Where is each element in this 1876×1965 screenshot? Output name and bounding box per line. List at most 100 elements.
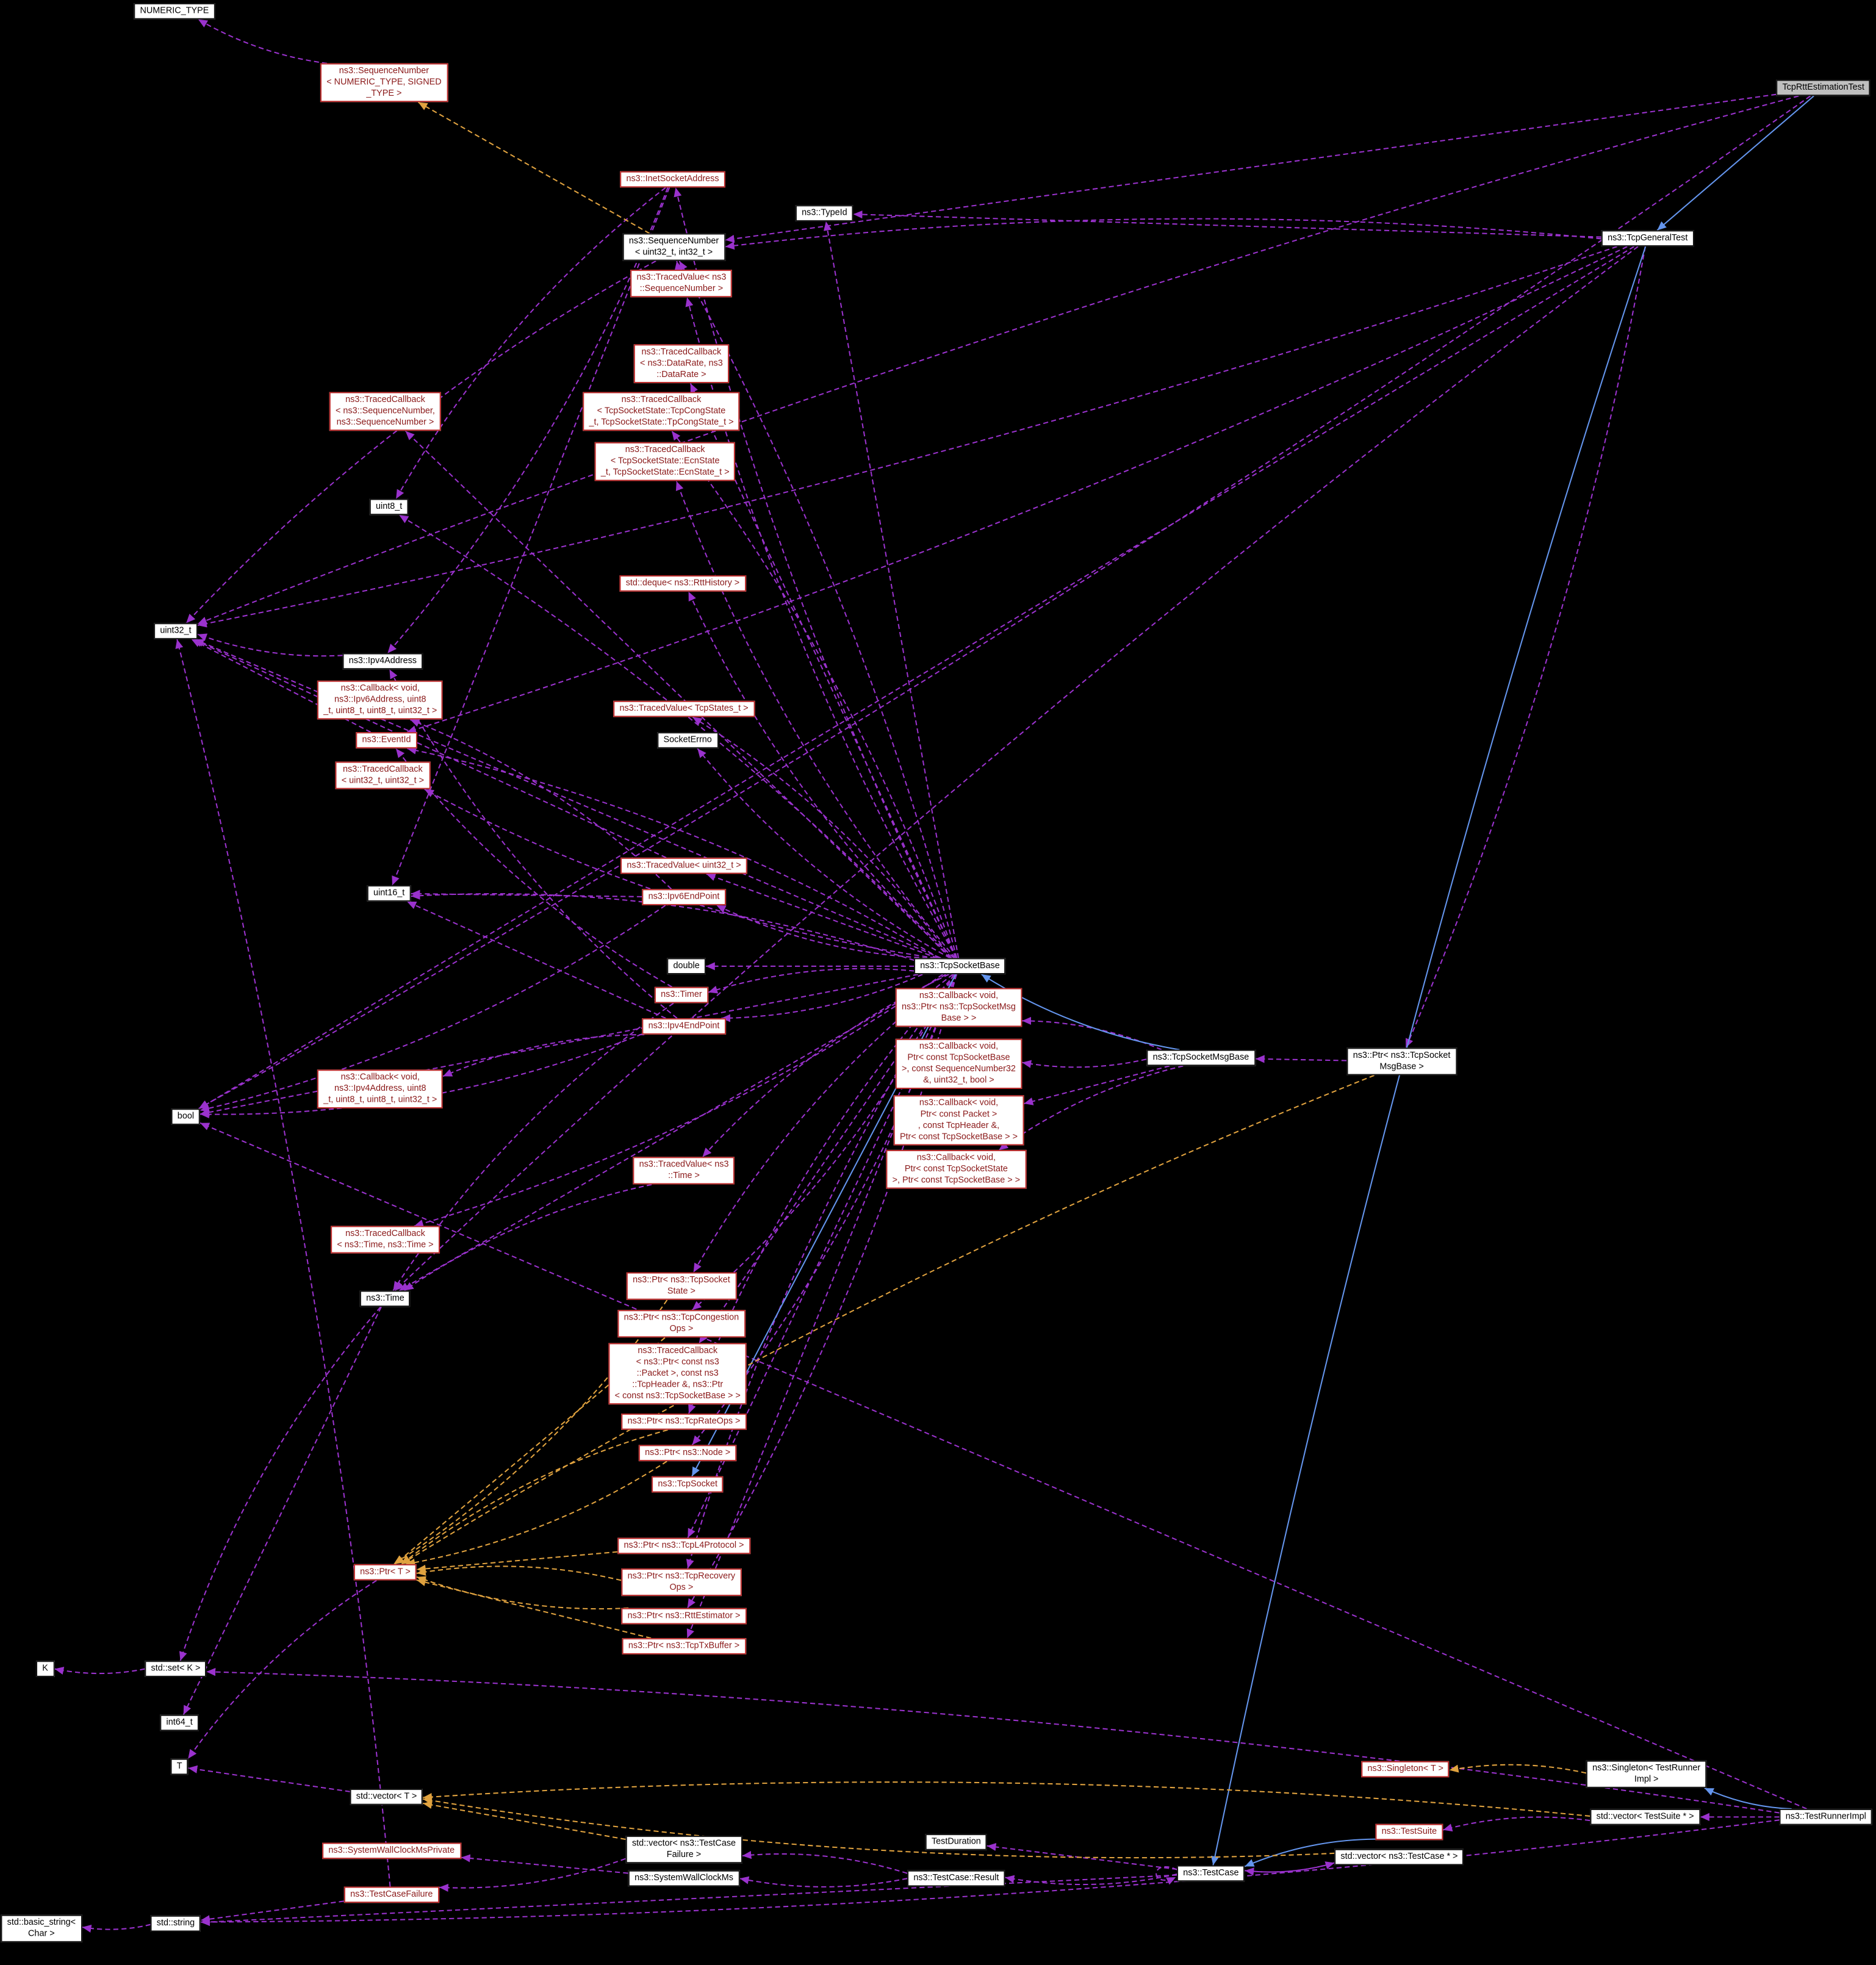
- node-cb_msgbase[interactable]: ns3::Callback< void, ns3::Ptr< ns3::TcpS…: [895, 988, 1022, 1027]
- node-test_duration[interactable]: TestDuration: [925, 1834, 988, 1850]
- node-ptr_tcpcongops[interactable]: ns3::Ptr< ns3::TcpCongestion Ops >: [617, 1310, 746, 1338]
- node-ptr_tcptxbuffer[interactable]: ns3::Ptr< ns3::TcpTxBuffer >: [622, 1638, 746, 1655]
- node-cb_seqnum32[interactable]: ns3::Callback< void, Ptr< const TcpSocke…: [895, 1038, 1022, 1090]
- node-testcase_result[interactable]: ns3::TestCase::Result: [907, 1870, 1005, 1887]
- edge-test_case-to-test_duration: [987, 1842, 1177, 1870]
- node-tracedcb_datarate[interactable]: ns3::TracedCallback < ns3::DataRate, ns3…: [633, 344, 730, 384]
- node-tracedcb_time_pair[interactable]: ns3::TracedCallback < ns3::Time, ns3::Ti…: [331, 1226, 440, 1254]
- node-tracedcb_seqnum_pair[interactable]: ns3::TracedCallback < ns3::SequenceNumbe…: [329, 392, 442, 431]
- node-double[interactable]: double: [667, 958, 706, 975]
- edge-vector_t-to-t_type: [188, 1765, 351, 1792]
- node-tracedvalue_u32[interactable]: ns3::TracedValue< uint32_t >: [620, 857, 747, 874]
- node-int64_t[interactable]: int64_t: [160, 1714, 199, 1731]
- node-ipv6_endpoint[interactable]: ns3::Ipv6EndPoint: [642, 889, 726, 906]
- edge-seqnum_u32-to-seqnum_generic: [418, 101, 650, 234]
- edge-testcase_result-to-syswallclockms: [739, 1876, 908, 1888]
- node-seqnum_u32[interactable]: ns3::SequenceNumber < uint32_t, int32_t …: [622, 233, 725, 262]
- node-cb_ipv6[interactable]: ns3::Callback< void, ns3::Ipv6Address, u…: [317, 680, 444, 720]
- node-cb_ipv4[interactable]: ns3::Callback< void, ns3::Ipv4Address, u…: [317, 1069, 444, 1109]
- edge-test_runner_impl-to-string: [201, 1819, 1780, 1927]
- node-numeric_type[interactable]: NUMERIC_TYPE: [134, 3, 215, 20]
- node-vector_testcasefailure[interactable]: std::vector< ns3::TestCase Failure >: [625, 1836, 742, 1864]
- node-ptr_tcpsocketstate[interactable]: ns3::Ptr< ns3::TcpSocket State >: [626, 1272, 737, 1301]
- edge-seqnum_u32-to-uint32_t: [185, 260, 656, 623]
- edge-tcp_socket_base-to-ipv4_endpoint: [721, 974, 923, 1022]
- edge-tcp_rtt_estimation_test-to-seqnum_u32: [725, 93, 1777, 243]
- node-ptr_tcpl4[interactable]: ns3::Ptr< ns3::TcpL4Protocol >: [617, 1537, 750, 1554]
- node-inet_socket_address[interactable]: ns3::InetSocketAddress: [620, 171, 725, 188]
- node-ipv4_endpoint[interactable]: ns3::Ipv4EndPoint: [642, 1018, 726, 1035]
- node-string[interactable]: std::string: [150, 1915, 201, 1932]
- node-uint32_t[interactable]: uint32_t: [154, 623, 198, 640]
- edge-singleton_testrunner-to-singleton_t: [1449, 1764, 1587, 1774]
- edge-syswallclockms-to-syswallclockms_private: [461, 1854, 628, 1874]
- node-seqnum_generic[interactable]: ns3::SequenceNumber < NUMERIC_TYPE, SIGN…: [320, 63, 448, 102]
- node-k_type[interactable]: K: [35, 1661, 55, 1678]
- node-tracedvalue_seqnum[interactable]: ns3::TracedValue< ns3 ::SequenceNumber >: [630, 270, 733, 298]
- node-vector_t[interactable]: std::vector< T >: [350, 1789, 423, 1805]
- node-cb_packet[interactable]: ns3::Callback< void, Ptr< const Packet >…: [893, 1095, 1024, 1146]
- node-time[interactable]: ns3::Time: [359, 1290, 411, 1307]
- node-bool[interactable]: bool: [171, 1108, 201, 1126]
- node-test_runner_impl[interactable]: ns3::TestRunnerImpl: [1779, 1808, 1873, 1825]
- edge-tcp_socket_base-to-deque_rtthistory: [688, 591, 955, 959]
- edge-tcp_socket_base-to-event_id: [407, 746, 940, 959]
- node-tcp_socket_msgbase[interactable]: ns3::TcpSocketMsgBase: [1146, 1049, 1256, 1066]
- node-uint8_t[interactable]: uint8_t: [369, 498, 409, 515]
- node-tcp_rtt_estimation_test[interactable]: TcpRttEstimationTest: [1776, 79, 1871, 96]
- node-ptr_tcprateops[interactable]: ns3::Ptr< ns3::TcpRateOps >: [621, 1414, 747, 1430]
- edge-tcp_general_test-to-bool: [199, 246, 1635, 1110]
- edge-tcp_socket_base-to-socket_errno: [697, 748, 951, 959]
- node-type_id[interactable]: ns3::TypeId: [795, 205, 854, 222]
- node-tcp_socket_base[interactable]: ns3::TcpSocketBase: [914, 958, 1007, 975]
- node-ptr_rttestimator[interactable]: ns3::Ptr< ns3::RttEstimator >: [621, 1608, 747, 1625]
- edge-tcp_general_test-to-seqnum_u32: [725, 218, 1601, 250]
- node-syswallclockms[interactable]: ns3::SystemWallClockMs: [628, 1870, 740, 1887]
- node-deque_rtthistory[interactable]: std::deque< ns3::RttHistory >: [619, 575, 746, 592]
- node-tcp_socket[interactable]: ns3::TcpSocket: [652, 1476, 724, 1493]
- node-tracedvalue_tcpstates[interactable]: ns3::TracedValue< TcpStates_t >: [613, 700, 755, 717]
- node-timer[interactable]: ns3::Timer: [654, 986, 708, 1004]
- node-singleton_t[interactable]: ns3::Singleton< T >: [1361, 1761, 1450, 1778]
- node-syswallclockms_private[interactable]: ns3::SystemWallClockMsPrivate: [322, 1842, 461, 1859]
- edge-tracedvalue_time-to-time: [404, 1184, 652, 1291]
- node-vector_testsuite[interactable]: std::vector< TestSuite * >: [1590, 1808, 1700, 1825]
- edge-tcp_socket_base-to-tracedvalue_tcpstates: [692, 716, 952, 959]
- edge-tcp_rtt_estimation_test-to-bool: [198, 95, 1811, 1110]
- edge-ipv4_endpoint-to-cb_ipv4: [442, 1033, 645, 1077]
- node-tracedvalue_time[interactable]: ns3::TracedValue< ns3 ::Time >: [633, 1157, 735, 1185]
- edge-tcp_socket_base-to-timer: [708, 968, 915, 994]
- node-tracedcb_u32_pair[interactable]: ns3::TracedCallback < uint32_t, uint32_t…: [335, 761, 431, 789]
- edge-tcp_rtt_estimation_test-to-uint32_t: [197, 95, 1799, 625]
- edge-ipv4_address-to-uint32_t: [197, 633, 343, 657]
- node-ipv4_address[interactable]: ns3::Ipv4Address: [342, 653, 423, 670]
- node-test_case[interactable]: ns3::TestCase: [1177, 1865, 1245, 1882]
- node-uint16_t[interactable]: uint16_t: [367, 885, 411, 902]
- node-tracedcb_ecnstate[interactable]: ns3::TracedCallback < TcpSocketState::Ec…: [594, 442, 736, 482]
- node-singleton_testrunner[interactable]: ns3::Singleton< TestRunner Impl >: [1586, 1760, 1707, 1789]
- node-socket_errno[interactable]: SocketErrno: [657, 732, 719, 749]
- node-tracedcb_congstate[interactable]: ns3::TracedCallback < TcpSocketState::Tc…: [583, 392, 740, 431]
- node-ptr_t[interactable]: ns3::Ptr< T >: [353, 1564, 417, 1581]
- edge-ptr_tcpl4-to-ptr_t: [416, 1551, 618, 1573]
- node-vector_testcase[interactable]: std::vector< ns3::TestCase * >: [1334, 1848, 1464, 1866]
- edge-inet_socket_address-to-uint16_t: [392, 187, 670, 886]
- node-event_id[interactable]: ns3::EventId: [356, 732, 417, 749]
- edge-tracedvalue_seqnum-to-seqnum_u32: [674, 260, 683, 271]
- edge-tracedvalue_u32-to-uint32_t: [193, 639, 667, 858]
- node-basic_string[interactable]: std::basic_string< Char >: [1, 1914, 82, 1943]
- node-ptr_tcp_socket_msgbase[interactable]: ns3::Ptr< ns3::TcpSocket MsgBase >: [1346, 1047, 1457, 1076]
- node-set_k[interactable]: std::set< K >: [145, 1661, 207, 1678]
- node-cb_sockstate[interactable]: ns3::Callback< void, Ptr< const TcpSocke…: [886, 1149, 1027, 1190]
- node-test_suite[interactable]: ns3::TestSuite: [1375, 1823, 1443, 1841]
- node-t_type[interactable]: T: [170, 1758, 189, 1775]
- edge-tcp_socket_base-to-tracedvalue_u32: [706, 873, 938, 959]
- node-testcase_failure[interactable]: ns3::TestCaseFailure: [343, 1886, 439, 1903]
- edge-tcp_socket_base-to-time: [398, 974, 947, 1291]
- node-ptr_node[interactable]: ns3::Ptr< ns3::Node >: [638, 1445, 737, 1462]
- node-tcp_general_test[interactable]: ns3::TcpGeneralTest: [1601, 230, 1694, 247]
- node-ptr_tcprecovery[interactable]: ns3::Ptr< ns3::TcpRecovery Ops >: [621, 1568, 742, 1597]
- node-tracedcb_packet[interactable]: ns3::TracedCallback < ns3::Ptr< const ns…: [608, 1343, 747, 1406]
